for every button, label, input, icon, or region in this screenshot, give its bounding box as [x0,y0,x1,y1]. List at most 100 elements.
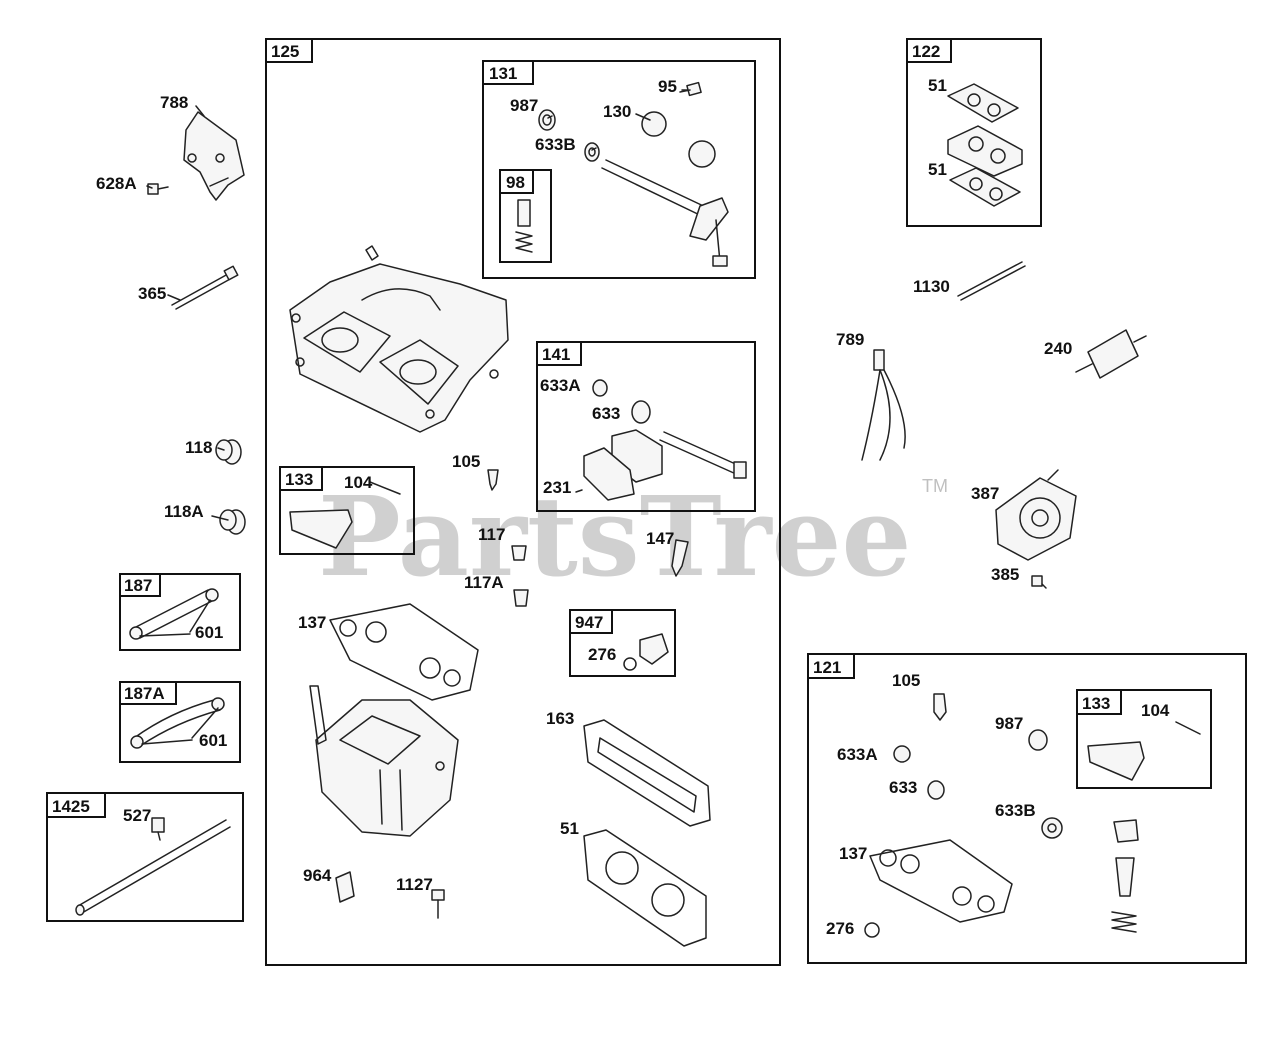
callout: 387 [971,484,999,503]
group-131[interactable]: 131 [482,60,756,279]
jet-117a-part[interactable] [513,589,529,607]
needle-105-kit-part[interactable] [933,693,947,721]
callout: 601 [199,731,227,750]
callout: 633A [837,745,878,764]
fitting-118a-part[interactable] [219,509,246,535]
jet-117-part[interactable] [511,545,527,561]
group-1425[interactable]: 1425 [46,792,244,922]
callout: 118A [164,502,204,521]
callout: 964 [303,866,332,885]
ring-633b-part[interactable] [584,142,600,162]
throttle-shaft-part[interactable] [601,111,729,267]
group-label: 133 [285,470,313,489]
float-bowl-part[interactable] [309,685,459,837]
group-133-kit[interactable]: 133 [1076,689,1212,789]
callout: 231 [543,478,571,497]
group-label: 187A [124,684,165,703]
callout: 117 [478,525,505,544]
spring-98-part[interactable] [515,199,533,253]
callout: 95 [658,77,677,96]
pilot-screw-kit-part[interactable] [1111,819,1139,933]
ring-633b-kit-part[interactable] [1041,817,1063,839]
long-bolt-part[interactable] [171,265,239,310]
callout: 104 [344,473,373,492]
gasket-51-part[interactable] [583,829,707,947]
group-141[interactable]: 141 [536,341,756,512]
callout: 385 [991,565,1019,584]
oring-276-kit-part[interactable] [864,922,880,938]
group-98[interactable]: 98 [499,169,552,263]
callout: 365 [138,284,166,303]
group-label: 187 [124,576,152,595]
group-label: 131 [489,64,517,83]
fuel-filter-240-part[interactable] [1075,329,1147,379]
leader-lines [146,89,689,521]
group-122[interactable]: 122 [906,38,1042,227]
ring-633-kit-part[interactable] [927,780,945,800]
fuel-line-187-part[interactable] [129,588,219,640]
plug-964-part[interactable] [335,871,355,903]
callout: 137 [298,613,326,632]
rod-1425-part[interactable] [75,819,231,916]
callout: 137 [839,844,867,863]
pin-1130-part[interactable] [957,261,1026,301]
ring-987-kit-part[interactable] [1028,729,1048,751]
group-label: 98 [506,173,525,192]
group-187[interactable]: 187 [119,573,241,651]
callout: 104 [1141,701,1170,720]
callout: 105 [452,452,480,471]
group-label: 125 [271,42,299,61]
carburetor-body-part[interactable] [289,245,509,433]
callout: 276 [588,645,616,664]
callout: 51 [928,160,947,179]
fitting-147-part[interactable] [671,539,689,577]
group-947[interactable]: 947 [569,609,676,677]
callout: 788 [160,93,188,112]
gasket-stack-122-part[interactable] [947,83,1023,207]
oring-276-part[interactable] [623,657,637,671]
group-label: 141 [542,345,570,364]
screw-385-part[interactable] [1031,575,1047,589]
callout: 527 [123,806,151,825]
screw-part[interactable] [147,183,169,195]
group-133[interactable]: 133 [279,466,415,555]
group-121[interactable]: 121 [807,653,1247,964]
callout: 1127 [396,875,433,894]
ring-633a-kit-part[interactable] [893,745,911,763]
choke-shaft-part[interactable] [575,379,747,501]
lever-133-kit-part[interactable] [1087,721,1201,781]
callout: 130 [603,102,631,121]
callout: 51 [928,76,947,95]
callout: 789 [836,330,864,349]
screw-95-part[interactable] [679,81,702,97]
wire-harness-789-part[interactable] [861,349,906,461]
group-label: 1425 [52,797,90,816]
callout: 51 [560,819,579,838]
clip-527-part[interactable] [151,817,165,841]
callout: 1130 [913,277,950,296]
fuel-pump-387-part[interactable] [995,469,1077,561]
valve-947-part[interactable] [639,633,669,665]
gasket-163-part[interactable] [583,719,711,827]
callout: 147 [646,529,674,548]
needle-105-part[interactable] [487,469,499,491]
callout: 601 [195,623,223,642]
fuel-line-187a-part[interactable] [130,697,225,749]
group-label: 122 [912,42,940,61]
callout: 240 [1044,339,1072,358]
group-125[interactable]: 125 [265,38,781,966]
bracket-part[interactable] [183,111,245,201]
gasket-137-part[interactable] [329,603,479,701]
screw-1127-part[interactable] [431,889,445,919]
ring-987-part[interactable] [538,109,556,131]
callout: 628A [96,174,137,193]
callout: 987 [995,714,1023,733]
group-label: 121 [813,658,841,677]
lever-133-part[interactable] [289,481,401,549]
callout: 633B [995,801,1036,820]
fitting-118-part[interactable] [215,439,242,465]
group-187a[interactable]: 187A [119,681,241,763]
gasket-137-kit-part[interactable] [869,839,1013,923]
callout: 163 [546,709,574,728]
